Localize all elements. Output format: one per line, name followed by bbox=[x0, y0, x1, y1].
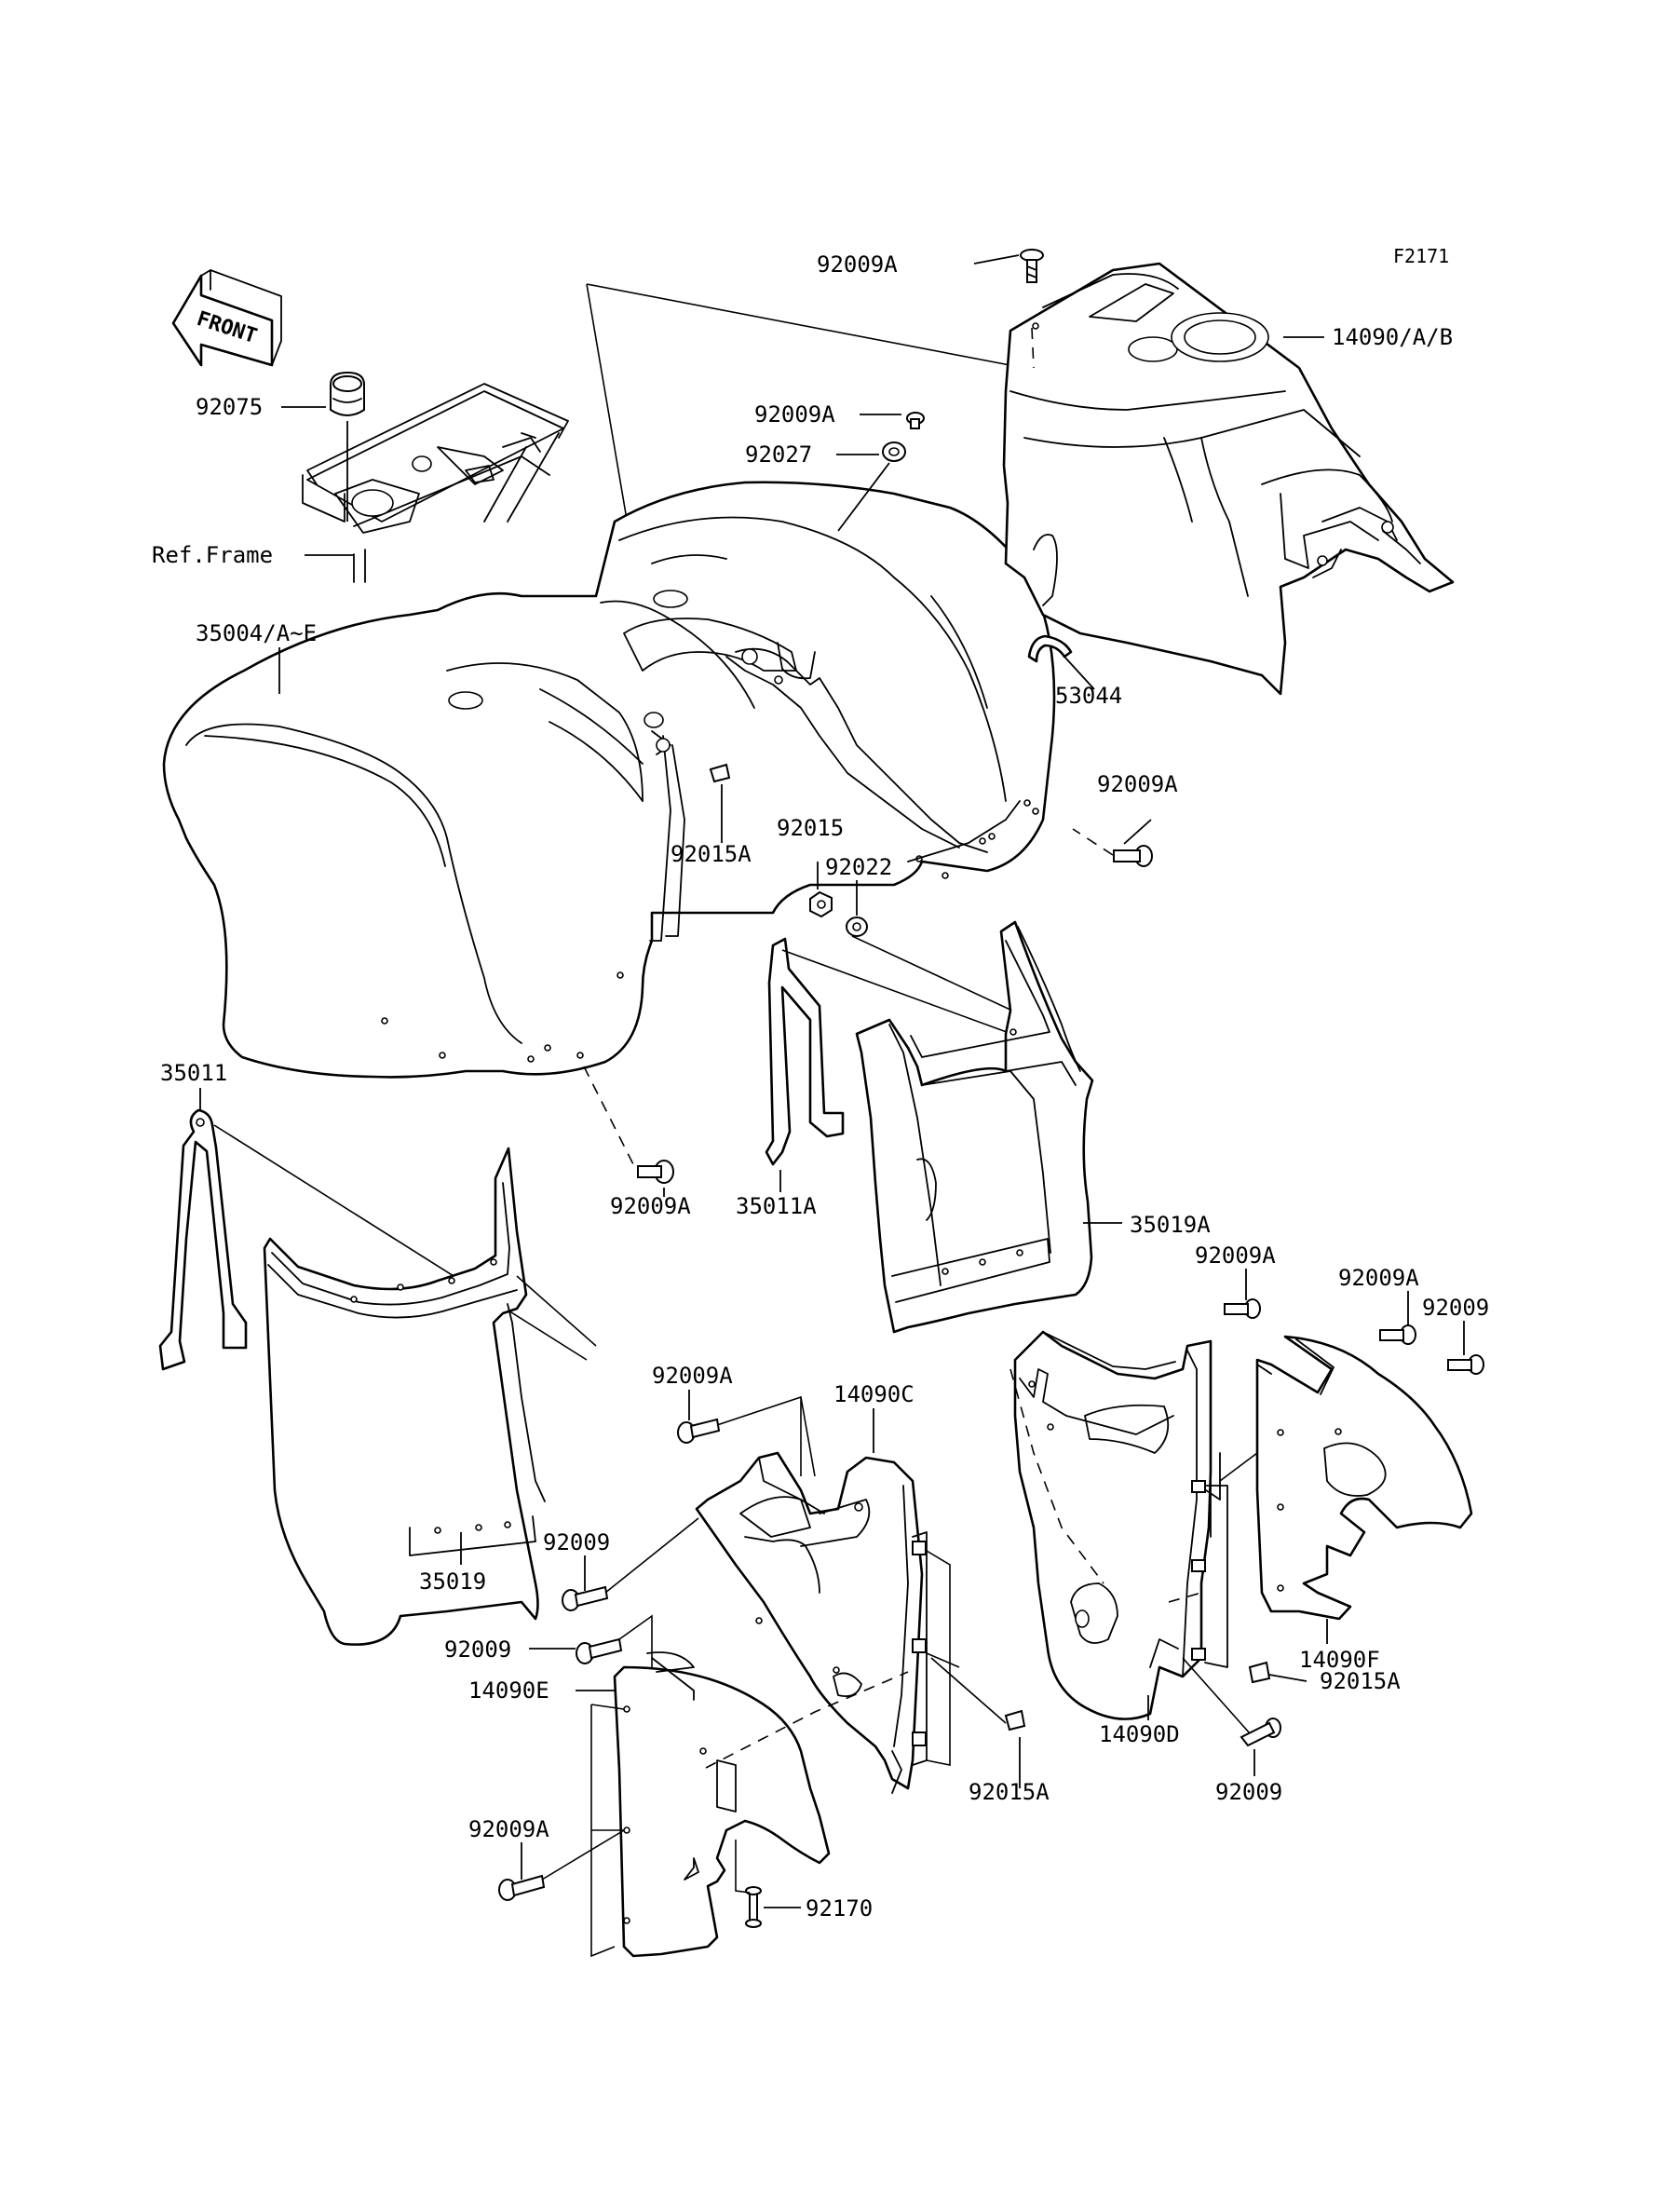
label-92027: 92027 bbox=[745, 441, 812, 468]
label-92009-d: 92009 bbox=[1422, 1295, 1489, 1321]
mudflap-35019 bbox=[263, 1147, 546, 1646]
bolt-92009A-lower bbox=[637, 1160, 674, 1184]
cover-14090C bbox=[695, 1451, 928, 1794]
nut-92015A-upper bbox=[709, 763, 731, 783]
label-92075: 92075 bbox=[196, 394, 263, 420]
label-35011: 35011 bbox=[160, 1060, 227, 1086]
bolt-92009-d bbox=[1447, 1354, 1484, 1375]
label-92170: 92170 bbox=[806, 1895, 873, 1922]
nut-92015A-d bbox=[1248, 1661, 1271, 1684]
washer-92027 bbox=[882, 441, 906, 462]
label-14090D: 14090D bbox=[1099, 1721, 1180, 1747]
label-92009A-c: 92009A bbox=[652, 1363, 733, 1389]
label-35019: 35019 bbox=[419, 1569, 486, 1595]
label-92009-c2: 92009 bbox=[444, 1636, 511, 1663]
label-92009A-right: 92009A bbox=[1097, 771, 1178, 797]
bolt-92009A-c bbox=[677, 1418, 721, 1444]
label-14090F: 14090F bbox=[1299, 1647, 1380, 1673]
label-92015A-c: 92015A bbox=[969, 1779, 1050, 1805]
label-35011A: 35011A bbox=[736, 1193, 817, 1219]
label-92009A-bottom: 92009A bbox=[468, 1816, 549, 1842]
frame-reference bbox=[302, 383, 569, 583]
label-14090AB: 14090/A/B bbox=[1332, 324, 1453, 350]
label-92015: 92015 bbox=[777, 815, 844, 841]
label-14090C: 14090C bbox=[833, 1381, 915, 1407]
label-92009A-d1: 92009A bbox=[1195, 1243, 1276, 1269]
label-92009A-d2: 92009A bbox=[1338, 1265, 1419, 1291]
clip-53044 bbox=[1027, 634, 1095, 690]
grommet-92075 bbox=[330, 371, 365, 522]
nut-92015 bbox=[809, 890, 833, 918]
bolt-92009-bottom bbox=[1240, 1718, 1281, 1747]
bolt-92009-c2 bbox=[576, 1637, 623, 1664]
label-ref-frame: Ref.Frame bbox=[152, 542, 273, 568]
figure-code: F2171 bbox=[1393, 245, 1449, 267]
bolt-92009A-top bbox=[1020, 249, 1044, 283]
nut-92015A-c bbox=[1004, 1709, 1026, 1731]
bolt-92009A-bottom bbox=[498, 1874, 546, 1901]
bolt-92009A-d1 bbox=[1224, 1298, 1261, 1319]
stay-35011 bbox=[158, 1108, 248, 1371]
cover-14090E bbox=[613, 1651, 909, 1958]
label-92009A-lower: 92009A bbox=[610, 1193, 691, 1219]
label-92009-bottom: 92009 bbox=[1215, 1779, 1282, 1805]
cover-14090AB bbox=[1002, 262, 1455, 696]
bolt-92009A-mid bbox=[906, 412, 925, 429]
mudflap-35019A bbox=[855, 920, 1094, 1334]
bolt-92009A-d2 bbox=[1379, 1324, 1416, 1345]
label-92022: 92022 bbox=[825, 854, 892, 880]
label-53044: 53044 bbox=[1055, 683, 1122, 709]
label-92009-c1: 92009 bbox=[543, 1529, 610, 1555]
label-35019A: 35019A bbox=[1130, 1212, 1211, 1238]
bolt-92009A-right bbox=[1113, 845, 1153, 867]
washer-92022 bbox=[846, 917, 868, 937]
cover-14090D bbox=[1009, 1330, 1228, 1720]
bolt-92009-c1 bbox=[562, 1585, 609, 1611]
label-92015A-d: 92015A bbox=[1320, 1668, 1401, 1694]
label-92009A-top: 92009A bbox=[817, 251, 898, 278]
front-fender-35004 bbox=[162, 481, 1056, 1079]
stay-35011A bbox=[765, 937, 845, 1166]
cover-14090F bbox=[1255, 1335, 1473, 1621]
label-35004: 35004/A~E bbox=[196, 620, 317, 646]
front-arrow-icon: FRONT bbox=[171, 269, 282, 367]
label-14090E: 14090E bbox=[468, 1677, 549, 1704]
label-92009A-mid: 92009A bbox=[754, 401, 835, 428]
label-92015A-upper: 92015A bbox=[671, 841, 752, 867]
